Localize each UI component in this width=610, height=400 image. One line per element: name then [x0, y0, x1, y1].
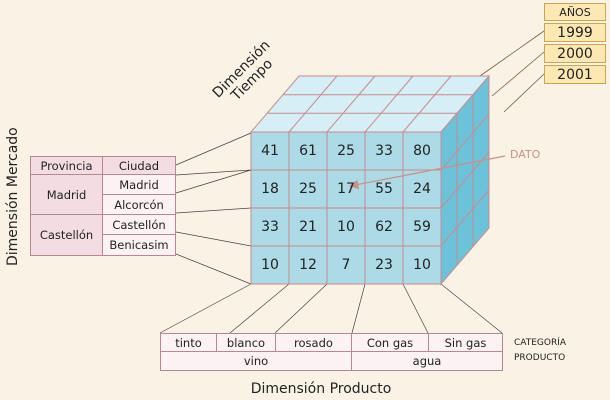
years-connectors [479, 30, 545, 113]
cube-cell-value: 62 [375, 219, 393, 235]
cube-cell-value: 21 [299, 219, 317, 235]
cube-cell-value: 61 [299, 143, 317, 159]
cube-cell-value: 41 [261, 143, 279, 159]
cube-cell-value: 18 [261, 181, 279, 197]
cube-cell-value: 24 [413, 181, 431, 197]
cube-cell-value: 33 [375, 143, 393, 159]
producto-item-rosado: rosado [275, 333, 352, 352]
producto-item-blanco: blanco [216, 333, 276, 352]
mercado-city-castellon: Castellón [102, 214, 176, 235]
cube-cell-value: 59 [413, 219, 431, 235]
years-header: AÑOS [544, 3, 606, 21]
year-1999: 1999 [544, 23, 606, 42]
producto-category-line1: CATEGORÍA [514, 338, 567, 348]
cube-cell-value: 25 [337, 143, 355, 159]
cube-cell-value: 10 [413, 257, 431, 273]
mercado-connectors [175, 132, 252, 285]
year-2001: 2001 [544, 65, 606, 84]
cube-cell-value: 25 [299, 181, 317, 197]
mercado-province-castellon: Castellón [30, 214, 103, 256]
dato-label: DATO [510, 148, 541, 161]
cube-cell-value: 23 [375, 257, 393, 273]
cube-cell-value: 33 [261, 219, 279, 235]
cube-cell-value: 10 [261, 257, 279, 273]
cube-cell-value: 80 [413, 143, 431, 159]
producto-item-tinto: tinto [160, 333, 217, 352]
cube-cell-value: 10 [337, 219, 355, 235]
mercado-city-benicasim: Benicasim [102, 234, 176, 256]
producto-group-agua: agua [351, 351, 503, 371]
cube-top-grid [267, 75, 473, 133]
mercado-province-madrid: Madrid [30, 174, 103, 215]
producto-item-sin-gas: Sin gas [428, 333, 503, 352]
cube-cell-value: 12 [299, 257, 317, 273]
cube-cell-value: 7 [341, 257, 351, 273]
cube-cell-value: 17 [337, 181, 355, 197]
cube-front-grid [251, 132, 441, 284]
dimension-producto-label: Dimensión Producto [250, 381, 392, 397]
mercado-city-madrid: Madrid [102, 174, 176, 195]
producto-item-con-gas: Con gas [351, 333, 429, 352]
producto-category-line2: PRODUCTO [514, 353, 566, 363]
mercado-city-alcorcon: Alcorcón [102, 194, 176, 215]
cube-side-grid [440, 94, 490, 266]
producto-group-vino: vino [160, 351, 352, 371]
mercado-header-provincia: Provincia [30, 156, 103, 175]
dato-arrow [348, 155, 506, 190]
year-2000: 2000 [544, 44, 606, 63]
cube-cell-value: 55 [375, 181, 393, 197]
producto-category-label: CATEGORÍA PRODUCTO [514, 336, 566, 366]
producto-connectors [159, 283, 503, 334]
mercado-header-ciudad: Ciudad [102, 156, 176, 175]
